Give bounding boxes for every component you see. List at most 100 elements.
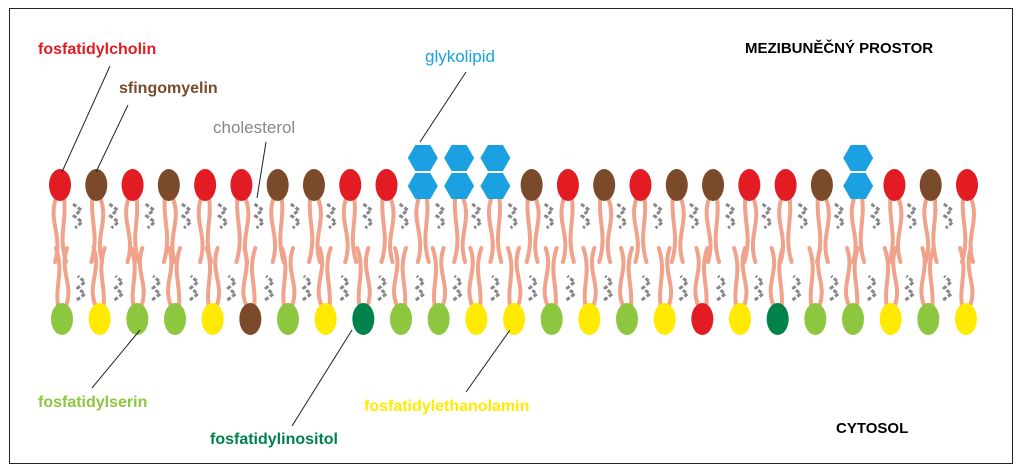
lipid-tail	[315, 196, 323, 264]
lipid-tail	[89, 196, 97, 264]
lipid-tail	[341, 196, 350, 264]
lipid-tail	[495, 196, 504, 264]
phosphatidylcholine-head	[556, 169, 579, 201]
cholesterol	[828, 274, 841, 302]
lipid-tail	[823, 196, 831, 264]
lipid-tail	[887, 196, 895, 264]
lipid-tail	[551, 246, 559, 308]
lipid-tail	[170, 196, 178, 264]
sphingomyelin-head	[702, 169, 725, 201]
lipid-tail	[161, 196, 170, 264]
lipid-tail	[355, 246, 363, 308]
lipid-tail	[514, 246, 523, 308]
phosphatidylserine-head	[842, 303, 864, 335]
lipid-tail	[250, 246, 258, 308]
lipid-tail	[350, 196, 359, 264]
cholesterol	[688, 202, 702, 230]
lipid-tail	[852, 246, 860, 308]
phosphatidylserine-head	[51, 303, 73, 335]
lipid-tail	[786, 196, 794, 264]
lipid-tail	[740, 246, 749, 308]
cholesterol	[361, 202, 375, 230]
phosphatidylinositol-head	[766, 303, 789, 335]
lipid-tail	[325, 246, 333, 308]
cholesterol	[301, 274, 314, 302]
sphingomyelin-head	[665, 169, 688, 201]
lipid-tail	[928, 246, 936, 308]
cholesterol	[150, 274, 163, 302]
lipid-tail	[392, 246, 400, 308]
cholesterol	[543, 202, 557, 230]
cholesterol	[527, 274, 540, 302]
lipid-tail	[742, 196, 750, 264]
lipid-tail	[665, 246, 674, 308]
cholesterol	[507, 202, 520, 230]
lipid-tail	[618, 246, 626, 308]
lipid-tail	[316, 246, 325, 308]
phosphatidylserine-head	[616, 303, 638, 335]
phosphatidylethanolamine-head	[88, 303, 111, 335]
cholesterol	[797, 202, 811, 230]
lipid-tail	[815, 246, 824, 308]
cholesterol	[906, 202, 919, 230]
cholesterol	[113, 274, 125, 302]
phosphatidylserine-head	[804, 303, 827, 335]
lipid-tail	[54, 246, 62, 308]
phosphatidylcholine-head	[774, 169, 797, 201]
label-sphingomyelin: sfingomyelin	[119, 80, 218, 97]
sphingomyelin-head	[85, 169, 108, 201]
phosphatidylcholine-head	[883, 169, 906, 201]
cholesterol	[753, 274, 766, 302]
lipid-tail	[669, 196, 678, 264]
cholesterol	[289, 202, 303, 230]
cholesterol	[904, 274, 916, 302]
label-phosphatidylserine: fosfatidylserin	[38, 394, 148, 411]
cholesterol	[941, 274, 954, 302]
cholesterol	[615, 202, 629, 230]
lipid-tail	[506, 246, 514, 308]
phosphatidylethanolamine-head	[578, 303, 601, 335]
lipid-tail	[133, 196, 141, 264]
inner-leaflet-heads	[51, 303, 977, 335]
sphingomyelin-head	[520, 169, 543, 201]
phosphatidylethanolamine-head	[201, 303, 224, 335]
lipid-tail	[844, 246, 852, 308]
phosphatidylethanolamine-head	[955, 303, 977, 335]
lipid-tail	[452, 196, 460, 264]
cholesterol	[652, 202, 666, 230]
cholesterol	[602, 274, 615, 302]
label-cytosol: CYTOSOL	[836, 420, 909, 437]
lipid-tail	[196, 196, 205, 264]
lipid-tail	[62, 246, 71, 308]
phosphatidylcholine-head	[956, 169, 978, 201]
phosphatidylcholine-head	[691, 303, 714, 335]
lipid-tail	[777, 246, 785, 308]
glycolipid-sugar	[843, 145, 874, 171]
lipid-tail	[99, 246, 107, 308]
lipid-tail	[288, 246, 297, 308]
lipid-tail	[882, 246, 891, 308]
lipid-tail	[807, 246, 815, 308]
lipid-tail	[702, 246, 710, 308]
lipid-tail	[626, 246, 634, 308]
phosphatidylethanolamine-head	[729, 303, 751, 335]
lipid-tail	[204, 246, 213, 308]
label-phosphatidylcholine: fosfatidylcholin	[38, 41, 157, 58]
lipid-tail	[968, 196, 976, 264]
sphingomyelin-head	[157, 169, 180, 201]
label-pointer-lines	[61, 65, 511, 427]
phosphatidylinositol-head	[352, 303, 375, 335]
cholesterol	[144, 202, 158, 230]
lipid-tail	[931, 196, 939, 264]
lipid-tail	[533, 196, 541, 264]
cholesterol	[715, 274, 728, 302]
phosphatidylcholine-head	[375, 169, 398, 201]
cholesterol	[791, 274, 803, 302]
label-phosphatidylinositol: fosfatidylinositol	[210, 431, 338, 448]
lipid-tail	[269, 196, 278, 264]
lipid-tail	[542, 246, 551, 308]
cholesterol	[724, 202, 738, 230]
cholesterol	[489, 274, 502, 302]
cholesterol	[833, 202, 847, 230]
